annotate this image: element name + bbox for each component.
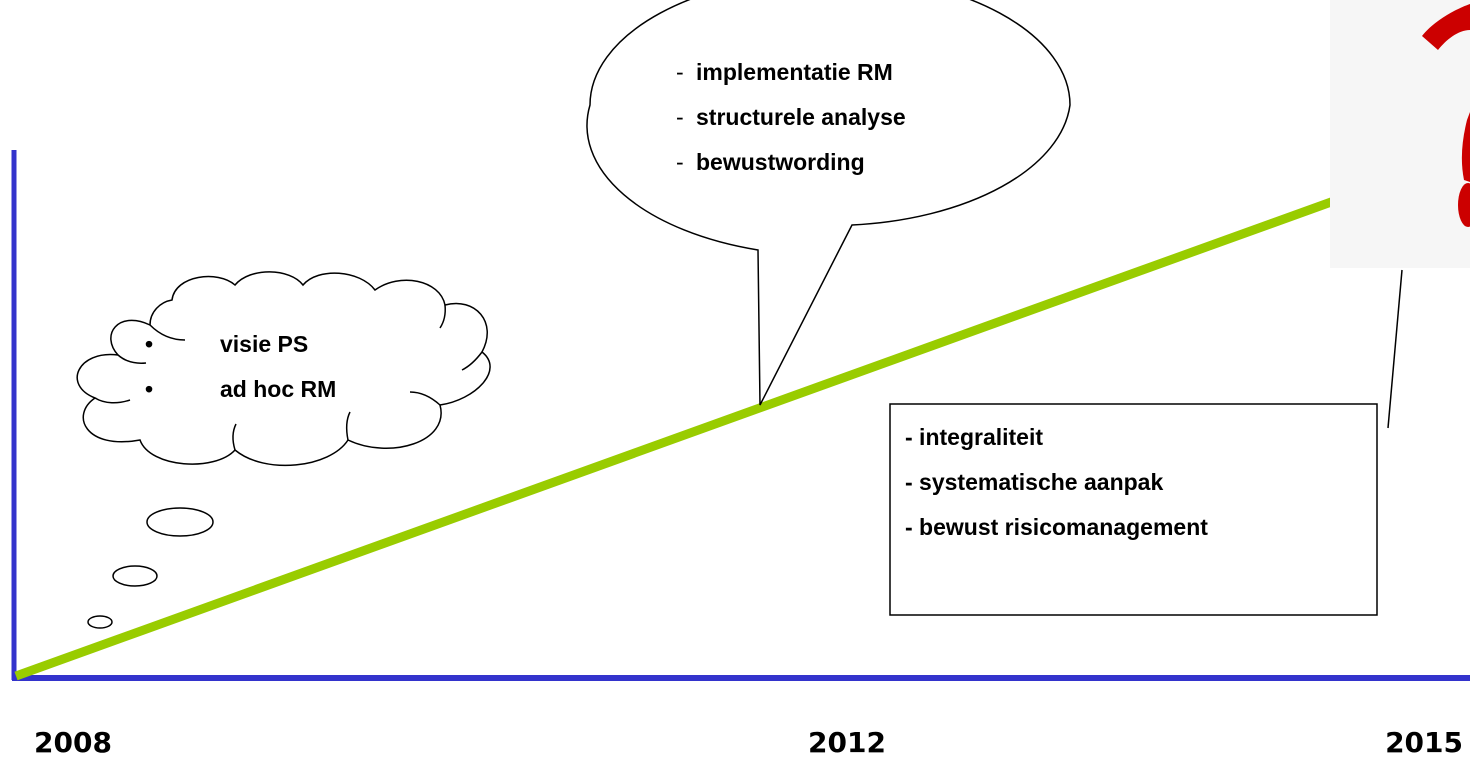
question-mark-image [1330,0,1470,268]
cloud-bullet-2: • [145,376,153,402]
speech-item-3: bewustwording [696,149,865,175]
callout-item-2: - systematische aanpak [905,469,1163,495]
speech-dash-3: - [676,149,684,175]
year-label-middle: 2012 [808,726,886,759]
cloud-item-1: visie PS [220,331,308,357]
speech-item-1: implementatie RM [696,59,893,85]
cloud-bullet-1: • [145,331,153,357]
thought-bubble-medium [112,565,158,587]
thought-cloud: • visie PS • ad hoc RM [76,271,491,629]
speech-bubble: - implementatie RM - structurele analyse… [586,0,1071,406]
callout-box: - integraliteit - systematische aanpak -… [889,269,1403,616]
speech-dash-2: - [676,104,684,130]
trend-line [14,192,1347,681]
speech-dash-1: - [676,59,684,85]
year-label-end: 2015 [1385,726,1463,759]
thought-bubble-small [87,615,113,629]
cloud-item-2: ad hoc RM [220,376,336,402]
callout-connector [1387,269,1403,429]
year-label-start: 2008 [34,726,112,759]
question-mark-icon [1422,4,1470,227]
callout-item-3: - bewust risicomanagement [905,514,1208,540]
thought-bubble-large [146,507,214,537]
callout-item-1: - integraliteit [905,424,1043,450]
speech-item-2: structurele analyse [696,104,906,130]
